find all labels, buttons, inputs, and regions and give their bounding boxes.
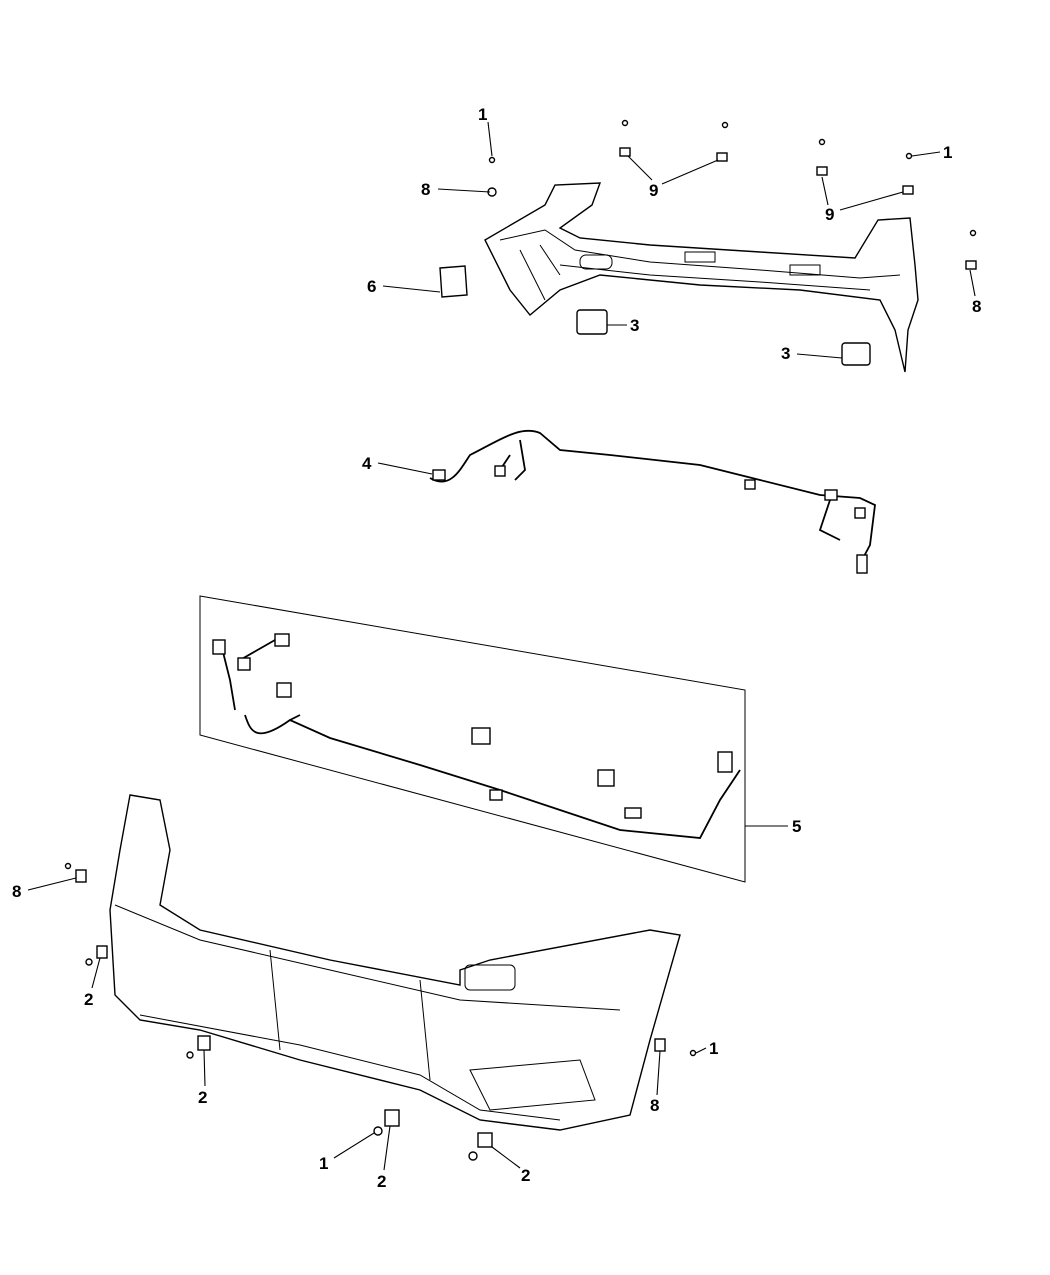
callout-2: 2	[84, 990, 93, 1009]
callout-8: 8	[12, 882, 21, 901]
wiring-harness-4	[429, 429, 876, 574]
callout-1: 1	[709, 1039, 718, 1058]
front-fasteners	[64, 862, 697, 1161]
callout-3: 3	[630, 316, 639, 335]
callout-6: 6	[367, 277, 376, 296]
callout-8: 8	[650, 1096, 659, 1115]
callout-5: 5	[792, 817, 801, 836]
sensor-bracket-3b	[841, 342, 871, 366]
callout-3: 3	[781, 344, 790, 363]
callout-9: 9	[825, 205, 834, 224]
callout-2: 2	[198, 1088, 207, 1107]
callout-2: 2	[377, 1172, 386, 1191]
callout-1: 1	[478, 105, 487, 124]
callout-9: 9	[649, 181, 658, 200]
rear-fasteners	[439, 119, 977, 366]
harness-kit-5	[199, 595, 746, 883]
front-bumper-fascia	[109, 794, 681, 1131]
callout-2: 2	[521, 1166, 530, 1185]
callout-1: 1	[319, 1154, 328, 1173]
module-6	[439, 265, 468, 298]
callout-8: 8	[421, 180, 430, 199]
callout-1: 1	[943, 143, 952, 162]
callout-labels: 1 1 8 9 9 8 6 3 3 4 5 8 2 2 1 8 1 2 2	[12, 105, 981, 1191]
rear-bumper-fascia	[484, 182, 919, 373]
sensor-bracket-3a	[576, 309, 608, 335]
callout-4: 4	[362, 454, 372, 473]
callout-8: 8	[972, 297, 981, 316]
leader-lines	[27, 121, 976, 1171]
